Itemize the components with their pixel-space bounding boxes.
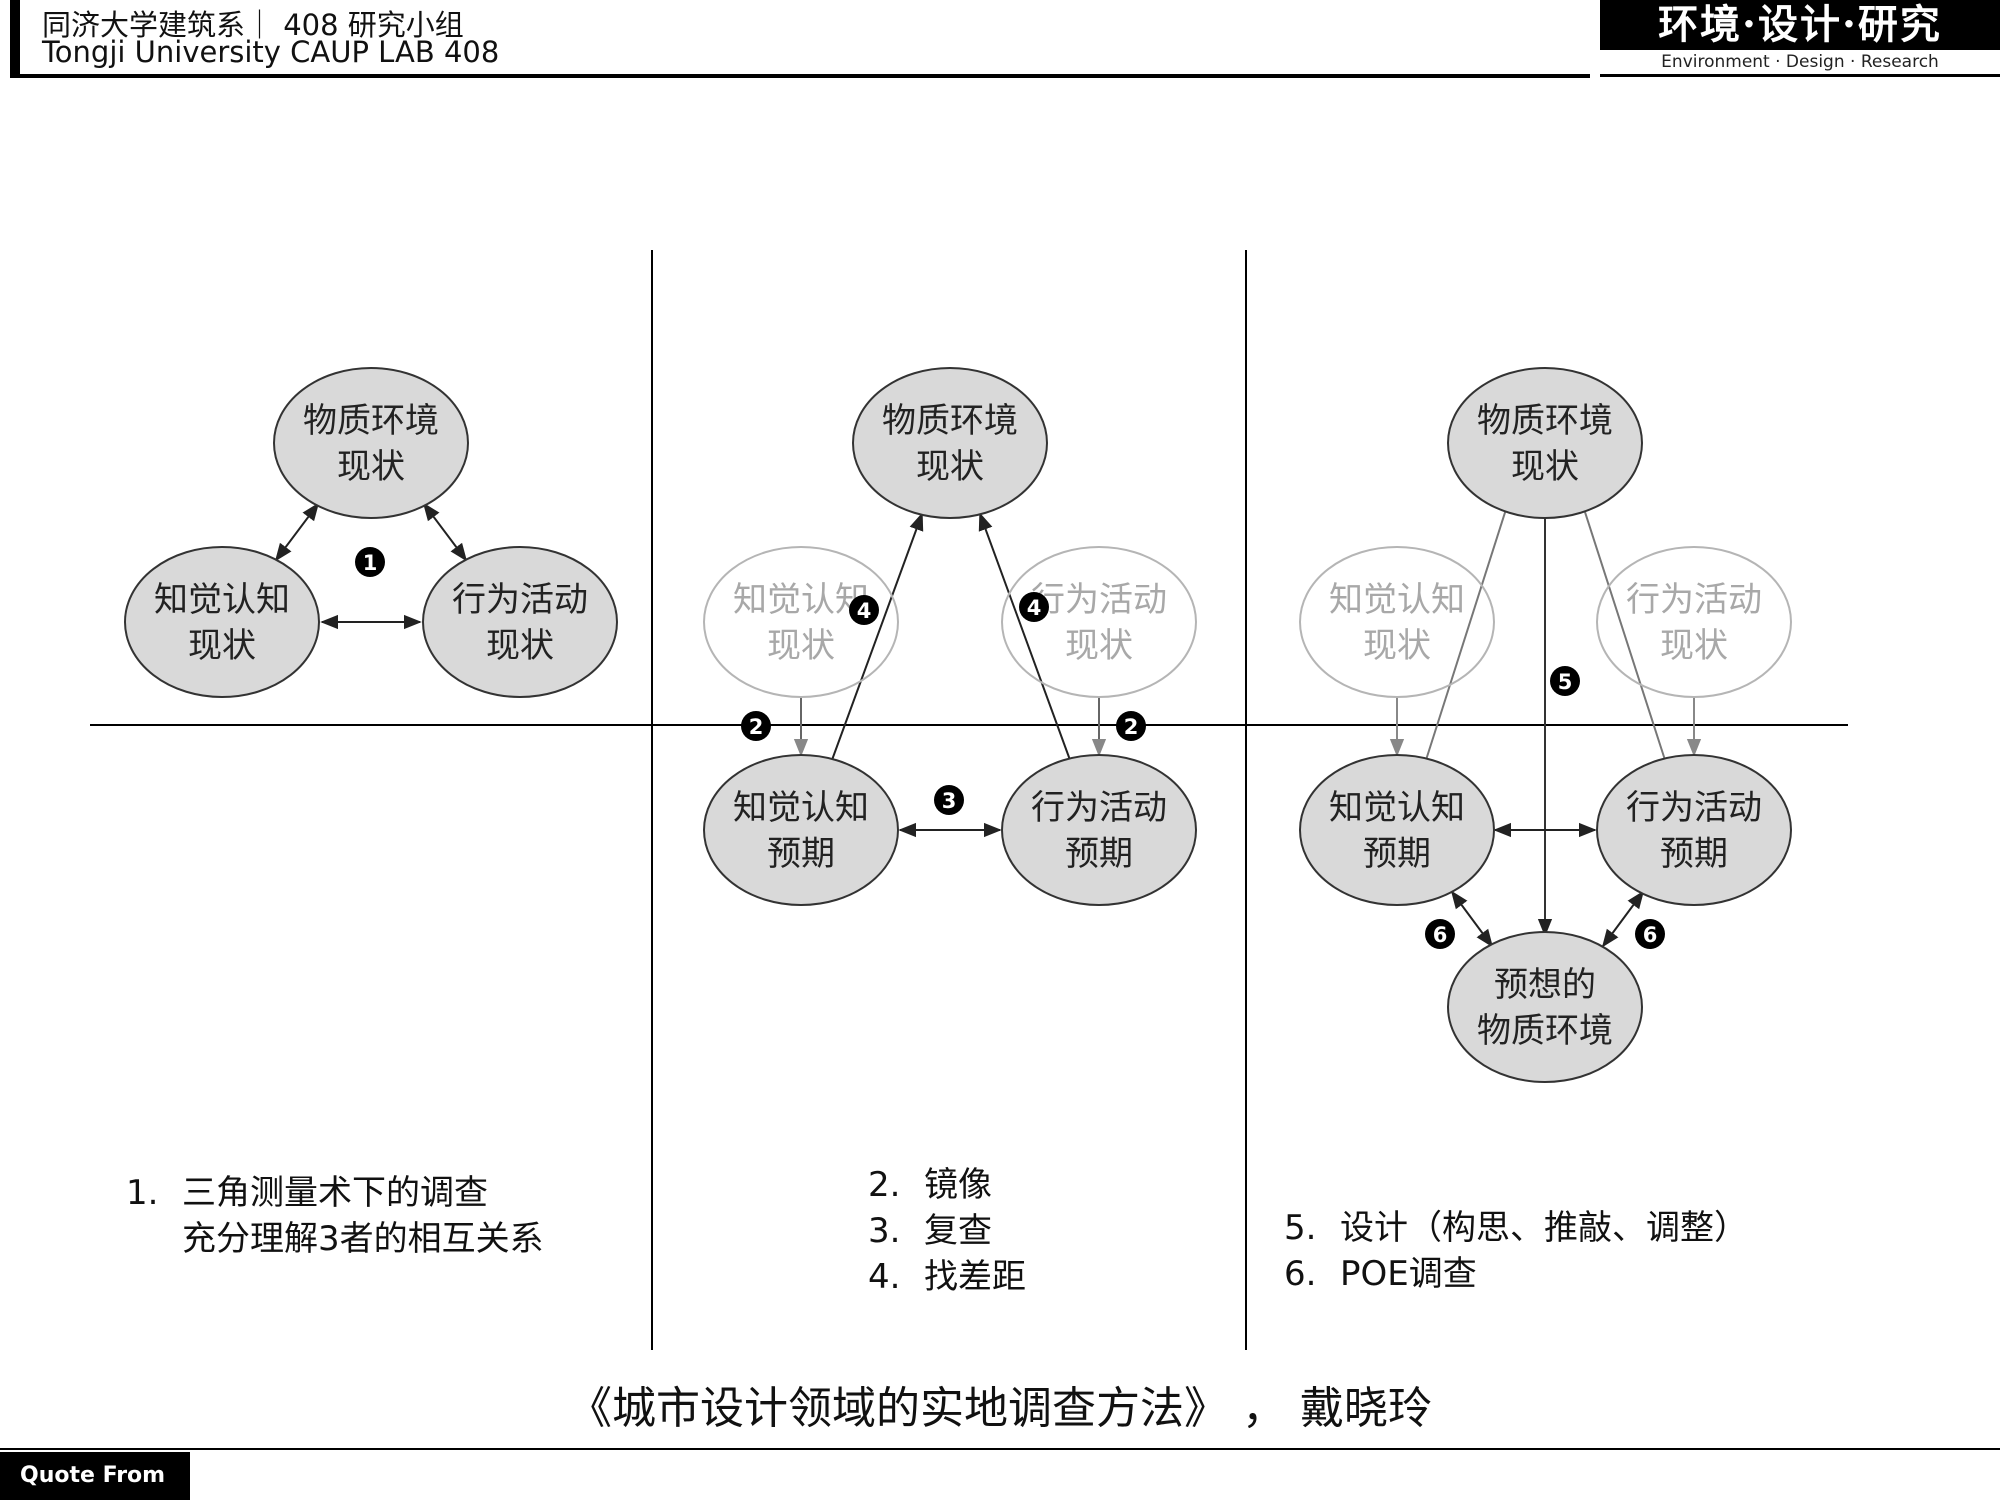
svg-text:预期: 预期 <box>1660 834 1728 874</box>
p3-arrow-perc-to-phys <box>1425 476 1518 761</box>
p1-arrow-phys-perc <box>274 502 320 562</box>
p2-node-physical: 物质环境 现状 <box>852 367 1048 519</box>
marker-2a: 2 <box>741 711 771 741</box>
caption-line: 3.复查 <box>868 1211 992 1251</box>
svg-text:现状: 现状 <box>1065 626 1133 666</box>
caption-panel-1: 1.三角测量术下的调查 充分理解3者的相互关系 <box>126 1170 544 1262</box>
marker-3: 3 <box>934 785 964 815</box>
marker-4b: 4 <box>1019 592 1049 622</box>
caption-line: 4.找差距 <box>868 1257 1026 1297</box>
p2-arrow-expect-beh-to-phys <box>978 512 1071 761</box>
svg-text:行为活动: 行为活动 <box>1031 580 1167 620</box>
p1-node-physical: 物质环境 现状 <box>273 367 469 519</box>
svg-text:物质环境: 物质环境 <box>1477 1011 1613 1051</box>
logo-subtitle: Environment · Design · Research <box>1661 52 1939 72</box>
quote-from-label: Quote From <box>0 1452 190 1500</box>
logo-title: 环境·设计·研究 <box>1600 0 2000 50</box>
p2-node-behavior-faded: 行为活动 现状 <box>1001 546 1197 698</box>
svg-text:2: 2 <box>1124 715 1139 739</box>
marker-4a: 4 <box>849 595 879 625</box>
svg-text:预想的: 预想的 <box>1494 965 1596 1005</box>
svg-text:现状: 现状 <box>188 626 256 666</box>
svg-text:4: 4 <box>1027 596 1042 620</box>
svg-text:物质环境: 物质环境 <box>303 401 439 441</box>
header-bar: 同济大学建筑系｜ 408 研究小组 Tongji University CAUP… <box>10 0 1590 78</box>
marker-1: 1 <box>355 547 385 577</box>
svg-text:预期: 预期 <box>1363 834 1431 874</box>
svg-text:6: 6 <box>1643 923 1658 947</box>
p3-arrow-perc-envisioned <box>1450 890 1494 948</box>
p2-node-behavior-expect: 行为活动 预期 <box>1001 754 1197 906</box>
p1-arrow-phys-beh <box>422 502 468 562</box>
p3-arrow-beh-to-phys <box>1572 476 1666 761</box>
header-title-cn: 同济大学建筑系｜ 408 研究小组 <box>42 8 464 42</box>
svg-text:知觉认知: 知觉认知 <box>1329 580 1465 620</box>
p3-node-perception-expect: 知觉认知 预期 <box>1299 754 1495 906</box>
svg-text:物质环境: 物质环境 <box>1477 401 1613 441</box>
lab-logo: 环境·设计·研究 Environment · Design · Research <box>1600 0 2000 78</box>
svg-text:1: 1 <box>363 551 378 575</box>
svg-text:现状: 现状 <box>1511 447 1579 487</box>
logo-rule <box>1600 74 2000 77</box>
svg-text:知觉认知: 知觉认知 <box>733 580 869 620</box>
svg-text:行为活动: 行为活动 <box>1626 788 1762 828</box>
svg-text:5: 5 <box>1558 670 1573 694</box>
p3-node-envisioned: 预想的 物质环境 <box>1447 931 1643 1083</box>
svg-text:现状: 现状 <box>486 626 554 666</box>
caption-line: 2.镜像 <box>868 1165 992 1205</box>
svg-text:2: 2 <box>749 715 764 739</box>
caption-line: 5.设计（构思、推敲、调整） <box>1284 1208 1748 1248</box>
svg-text:现状: 现状 <box>1363 626 1431 666</box>
svg-text:6: 6 <box>1433 923 1448 947</box>
source-citation: 《城市设计领域的实地调查方法》 ， 戴晓玲 <box>568 1383 1432 1434</box>
marker-5: 5 <box>1550 666 1580 696</box>
p2-arrow-expect-perc-to-phys <box>831 512 924 761</box>
p3-node-behavior-faded: 行为活动 现状 <box>1596 546 1792 698</box>
p1-node-perception: 知觉认知 现状 <box>124 546 320 698</box>
svg-text:知觉认知: 知觉认知 <box>733 788 869 828</box>
header-title-en: Tongji University CAUP LAB 408 <box>42 35 500 69</box>
caption-line: 充分理解3者的相互关系 <box>182 1219 544 1259</box>
p3-node-perception-faded: 知觉认知 现状 <box>1299 546 1495 698</box>
svg-text:知觉认知: 知觉认知 <box>1329 788 1465 828</box>
svg-text:现状: 现状 <box>916 447 984 487</box>
p3-node-behavior-expect: 行为活动 预期 <box>1596 754 1792 906</box>
svg-text:预期: 预期 <box>1065 834 1133 874</box>
p1-node-behavior: 行为活动 现状 <box>422 546 618 698</box>
caption-panel-3: 5.设计（构思、推敲、调整） 6.POE调查 <box>1284 1205 1748 1297</box>
p3-node-physical: 物质环境 现状 <box>1447 367 1643 519</box>
caption-line: 6.POE调查 <box>1284 1254 1477 1294</box>
svg-text:现状: 现状 <box>1660 626 1728 666</box>
svg-text:4: 4 <box>857 599 872 623</box>
caption-panel-2: 2.镜像 3.复查 4.找差距 <box>868 1162 1026 1300</box>
p2-node-perception-expect: 知觉认知 预期 <box>703 754 899 906</box>
svg-text:知觉认知: 知觉认知 <box>154 580 290 620</box>
svg-text:物质环境: 物质环境 <box>882 401 1018 441</box>
p2-node-perception-faded: 知觉认知 现状 <box>703 546 899 698</box>
caption-line: 1.三角测量术下的调查 <box>126 1173 488 1213</box>
p3-arrow-beh-envisioned <box>1601 890 1645 948</box>
svg-text:预期: 预期 <box>767 834 835 874</box>
svg-text:行为活动: 行为活动 <box>1031 788 1167 828</box>
marker-6a: 6 <box>1425 919 1455 949</box>
footer-rule <box>0 1448 2000 1450</box>
marker-2b: 2 <box>1116 711 1146 741</box>
svg-text:现状: 现状 <box>337 447 405 487</box>
svg-text:行为活动: 行为活动 <box>1626 580 1762 620</box>
marker-6b: 6 <box>1635 919 1665 949</box>
svg-text:行为活动: 行为活动 <box>452 580 588 620</box>
svg-text:3: 3 <box>942 789 957 813</box>
svg-text:现状: 现状 <box>767 626 835 666</box>
